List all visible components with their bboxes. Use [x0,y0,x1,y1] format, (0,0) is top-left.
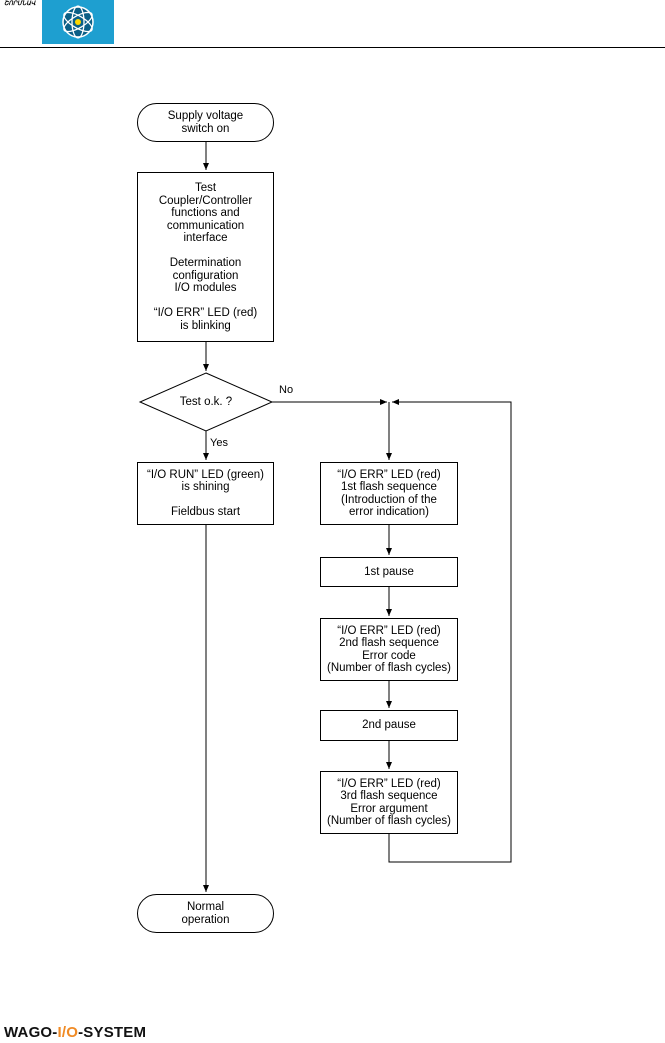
pause-1-box: 1st pause [320,557,458,587]
flash-sequence-2-box: “I/O ERR” LED (red) 2nd flash sequence E… [320,618,458,681]
header-caption: ՇՈՐՄՆԱՎ [4,1,36,7]
header-divider [0,47,665,48]
flash-sequence-3-box: “I/O ERR” LED (red) 3rd flash sequence E… [320,771,458,834]
decision-label: Test o.k. ? [179,396,233,408]
logo [42,0,114,44]
label-yes: Yes [210,437,228,449]
footer-brand: WAGO-I/O-SYSTEM [4,1024,146,1041]
run-led-box: “I/O RUN” LED (green) is shining Fieldbu… [137,462,274,525]
pause-2-box: 2nd pause [320,710,458,741]
brand-io: I/O [57,1024,79,1041]
brand-right: -SYSTEM [78,1024,147,1041]
atom-icon [62,5,94,39]
flash-sequence-1-box: “I/O ERR” LED (red) 1st flash sequence (… [320,462,458,525]
arrow-loop-back [388,399,512,863]
label-no: No [279,384,294,396]
brand-left: WAGO- [4,1024,58,1041]
decision-diamond [138,372,274,432]
start-node: Supply voltage switch on [137,103,274,142]
test-process-box: Test Coupler/Controller functions and co… [137,172,274,342]
end-node: Normal operation [137,894,274,933]
